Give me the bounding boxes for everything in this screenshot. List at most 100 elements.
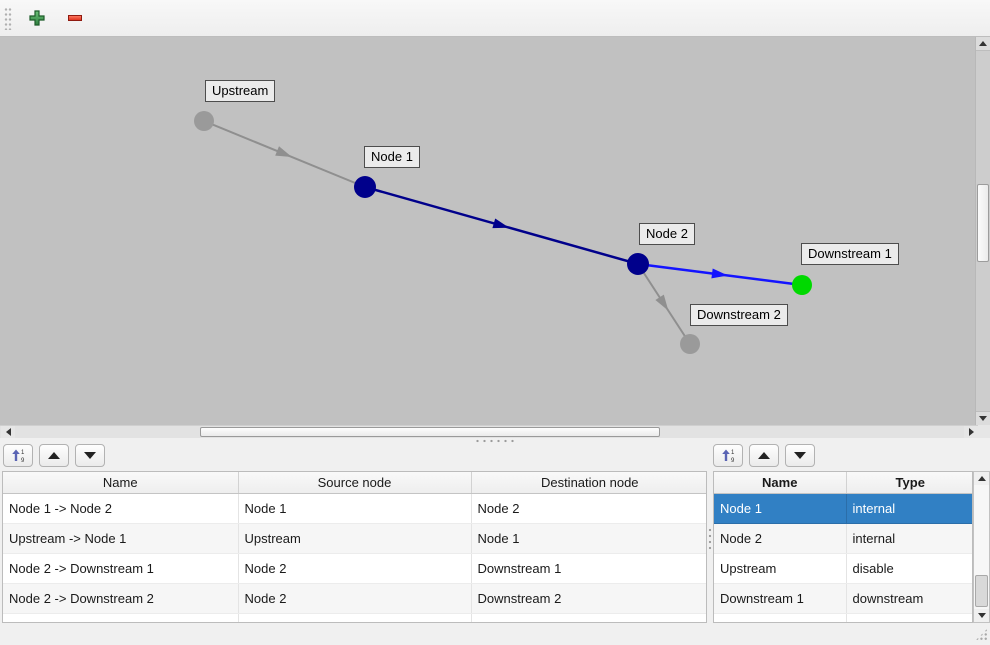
edge-arrow-icon — [711, 268, 728, 279]
table-cell[interactable]: Node 1 — [238, 493, 472, 524]
empty-cell — [471, 613, 706, 622]
svg-text:9: 9 — [21, 458, 25, 463]
scroll-up-button[interactable] — [976, 37, 990, 51]
table-cell[interactable]: Node 2 — [238, 583, 472, 614]
node-downstream1[interactable] — [792, 275, 812, 295]
node-node2[interactable] — [627, 253, 649, 275]
table-cell[interactable]: downstream — [846, 583, 972, 614]
table-cell[interactable]: Node 1 -> Node 2 — [3, 493, 239, 524]
down-arrow-icon — [979, 416, 987, 421]
empty-cell — [714, 613, 847, 622]
scroll-down-button[interactable] — [976, 411, 990, 425]
table-cell[interactable]: Node 1 — [471, 523, 706, 554]
node-upstream[interactable] — [194, 111, 214, 131]
scroll-left-button[interactable] — [1, 426, 15, 438]
up-triangle-icon — [48, 452, 60, 459]
column-header-name[interactable]: Name — [3, 472, 239, 494]
splitter-grip-icon — [708, 527, 712, 553]
svg-text:1: 1 — [21, 450, 25, 456]
canvas-vertical-scrollbar[interactable] — [975, 37, 990, 425]
table-cell[interactable]: Node 1 — [714, 493, 847, 524]
table-cell[interactable]: Downstream 1 — [471, 553, 706, 584]
table-cell[interactable]: Upstream -> Node 1 — [3, 523, 239, 554]
svg-text:1: 1 — [731, 450, 735, 456]
table-cell[interactable]: disable — [846, 553, 972, 584]
sort-ascending-icon: 19 — [721, 449, 735, 463]
table-cell[interactable]: Upstream — [238, 523, 472, 554]
column-header-name[interactable]: Name — [714, 472, 847, 494]
node-node1[interactable] — [354, 176, 376, 198]
up-triangle-icon — [758, 452, 770, 459]
down-arrow-icon — [977, 613, 986, 618]
table-cell[interactable]: Node 2 — [714, 523, 847, 554]
table-cell[interactable]: Node 2 -> Downstream 1 — [3, 553, 239, 584]
move-up-button[interactable] — [749, 444, 779, 467]
table-scrollbar-thumb[interactable] — [975, 575, 988, 607]
up-arrow-icon — [977, 476, 986, 481]
table-cell[interactable]: Upstream — [714, 553, 847, 584]
node-label-downstream1[interactable]: Downstream 1 — [801, 243, 899, 265]
scroll-right-button[interactable] — [964, 426, 978, 438]
horizontal-scrollbar-thumb[interactable] — [200, 427, 660, 437]
table-cell[interactable]: internal — [846, 523, 972, 554]
add-button[interactable] — [20, 3, 54, 33]
sort-ascending-icon: 19 — [11, 449, 25, 463]
table-cell[interactable]: Node 2 -> Downstream 2 — [3, 583, 239, 614]
graph-svg — [194, 111, 812, 354]
node-downstream2[interactable] — [680, 334, 700, 354]
table-cell[interactable]: Node 2 — [471, 493, 706, 524]
table-cell[interactable]: Node 2 — [238, 553, 472, 584]
empty-row — [3, 613, 706, 622]
empty-cell — [238, 613, 472, 622]
vertical-scrollbar-thumb[interactable] — [977, 184, 989, 262]
move-down-button[interactable] — [785, 444, 815, 467]
node-label-downstream2[interactable]: Downstream 2 — [690, 304, 788, 326]
column-header-type[interactable]: Type — [846, 472, 972, 494]
table-cell[interactable]: Downstream 1 — [714, 583, 847, 614]
main-toolbar — [0, 0, 990, 37]
scroll-up-button[interactable] — [974, 472, 989, 485]
empty-row — [714, 613, 972, 622]
node-label-upstream[interactable]: Upstream — [205, 80, 276, 102]
move-down-button[interactable] — [75, 444, 105, 467]
add-icon — [29, 10, 45, 26]
edge-arrow-icon — [655, 294, 669, 311]
move-up-button[interactable] — [39, 444, 69, 467]
node-table-scrollbar[interactable] — [973, 471, 990, 623]
node-label-node2[interactable]: Node 2 — [639, 223, 695, 245]
column-header-source-node[interactable]: Source node — [238, 472, 472, 494]
remove-button[interactable] — [58, 3, 92, 33]
toolbar-drag-handle[interactable] — [4, 6, 12, 30]
up-arrow-icon — [979, 41, 987, 46]
right-arrow-icon — [968, 428, 974, 436]
column-header-destination-node[interactable]: Destination node — [471, 472, 706, 494]
edge-arrow-icon — [492, 218, 510, 229]
empty-cell — [3, 613, 239, 622]
node-label-node1[interactable]: Node 1 — [364, 146, 420, 168]
resize-grip[interactable] — [975, 628, 988, 641]
vertical-splitter[interactable] — [707, 471, 713, 623]
canvas-horizontal-scrollbar[interactable] — [0, 425, 978, 438]
horizontal-splitter[interactable] — [0, 438, 990, 444]
table-cell[interactable]: Downstream 2 — [471, 583, 706, 614]
table-cell[interactable]: internal — [846, 493, 972, 524]
edge-arrow-icon — [275, 146, 292, 157]
svg-text:9: 9 — [731, 458, 735, 463]
empty-cell — [846, 613, 972, 622]
scroll-down-button[interactable] — [974, 609, 989, 622]
